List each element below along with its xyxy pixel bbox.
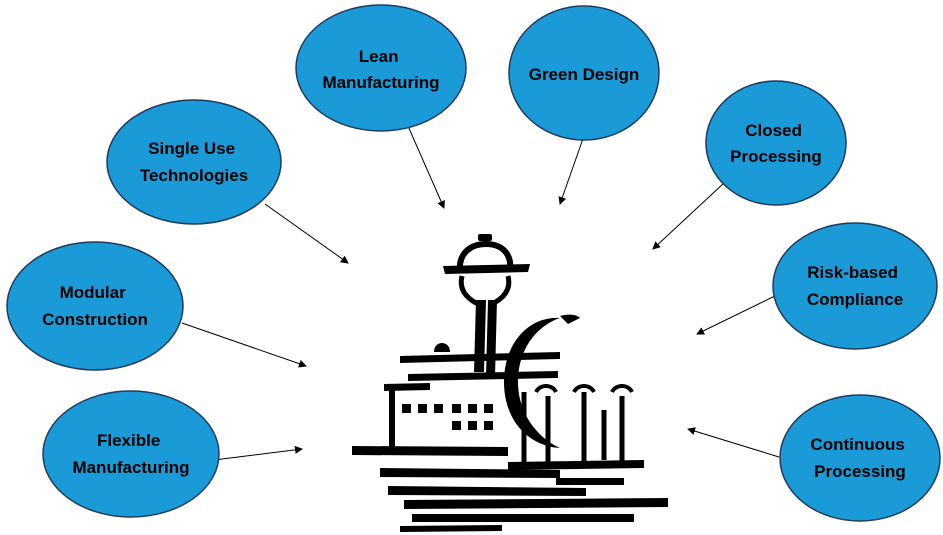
arrow-green-design [558, 132, 586, 205]
node-continuous-processing: Continuous Processing [779, 394, 941, 522]
arrow-modular-construction [181, 322, 307, 368]
node-label-line: Technologies [140, 166, 248, 185]
arrow-lean-manufacturing [407, 125, 445, 209]
node-label-line: Risk-based [807, 263, 898, 282]
node-label-line: Closed [745, 121, 802, 140]
node-label-line: Continuous [810, 435, 904, 454]
node-risk-based-compliance: Risk-based Compliance [772, 222, 938, 350]
svg-text:Modular Construction: Modular Construction [42, 283, 148, 329]
arrow-risk-based-compliance [696, 293, 780, 335]
node-single-use-technologies: Single Use Technologies [106, 99, 282, 225]
arrow-flexible-manufacturing [213, 445, 303, 461]
node-label-line: Compliance [807, 290, 903, 309]
node-label-line: Single Use [148, 139, 235, 158]
node-label-line: Manufacturing [322, 73, 439, 92]
svg-text:Closed Processing: Closed Processing [730, 121, 822, 166]
node-label-line: Manufacturing [72, 458, 189, 477]
svg-text:Risk-based Compliance: Risk-based Compliance [807, 263, 903, 309]
arrow-single-use-technologies [264, 203, 349, 264]
node-label-line: Modular [60, 283, 126, 302]
svg-text:Flexible Manufacturing: Flexible Manufacturing [72, 431, 189, 477]
arrow-continuous-processing [687, 427, 780, 458]
arrows [181, 125, 780, 461]
node-closed-processing: Closed Processing [705, 80, 847, 206]
node-label-line: Processing [730, 147, 822, 166]
node-flexible-manufacturing: Flexible Manufacturing [42, 390, 220, 518]
arrow-closed-processing [652, 182, 725, 250]
factory-icon [352, 234, 668, 532]
node-label-line: Lean [359, 47, 399, 66]
node-modular-construction: Modular Construction [6, 241, 184, 371]
node-green-design: Green Design [508, 5, 660, 141]
svg-text:Green Design: Green Design [529, 65, 640, 84]
node-label-line: Construction [42, 310, 148, 329]
svg-text:Single Use Technologies: Single Use Technologies [140, 139, 248, 185]
svg-text:Continuous Processing: Continuous Processing [810, 435, 909, 481]
node-label-line: Processing [814, 462, 906, 481]
node-lean-manufacturing: Lean Manufacturing [295, 4, 467, 132]
node-label-line: Green Design [529, 65, 640, 84]
node-label-line: Flexible [97, 431, 160, 450]
svg-text:Lean Manufacturing: Lean Manufacturing [322, 47, 439, 92]
